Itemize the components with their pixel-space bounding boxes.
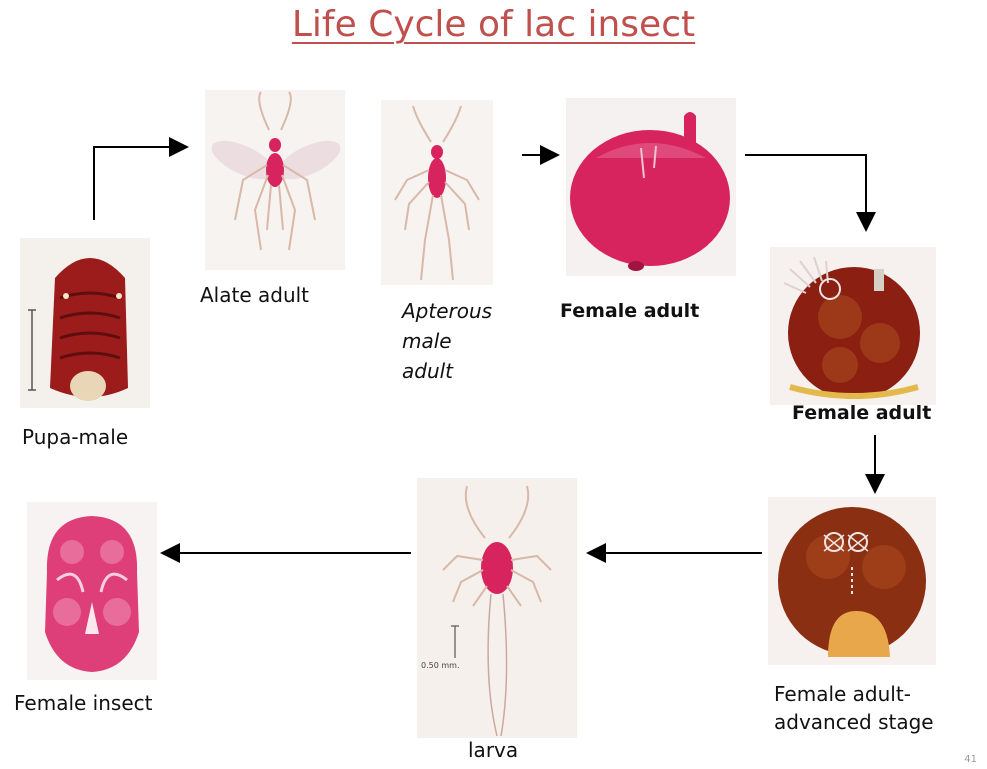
apterous-male-label: Apterous male adult — [402, 296, 492, 386]
female-adult-2-label: Female adult — [792, 398, 931, 428]
alate-adult-illustration — [205, 90, 345, 270]
female-adult-1-illustration — [566, 98, 736, 276]
arrow-female-to-female2 — [745, 155, 866, 228]
pupa-male-illustration — [20, 238, 150, 408]
alate-adult-label: Alate adult — [200, 280, 309, 310]
female-insect-label: Female insect — [14, 688, 152, 718]
apterous-male-illustration — [381, 100, 493, 285]
female-insect-illustration — [27, 502, 157, 680]
arrow-pupa-to-alate — [94, 147, 185, 220]
female-adult-1-label: Female adult — [560, 296, 699, 326]
female-adult-2-illustration — [770, 247, 936, 405]
female-advanced-label: Female adult- advanced stage — [774, 680, 934, 736]
larva-illustration: 0.50 mm. — [417, 478, 577, 738]
female-advanced-illustration — [768, 497, 936, 665]
scale-label: 0.50 mm. — [421, 661, 459, 670]
larva-label: larva — [468, 735, 518, 765]
slide-number: 41 — [964, 754, 977, 765]
pupa-male-label: Pupa-male — [22, 422, 128, 452]
